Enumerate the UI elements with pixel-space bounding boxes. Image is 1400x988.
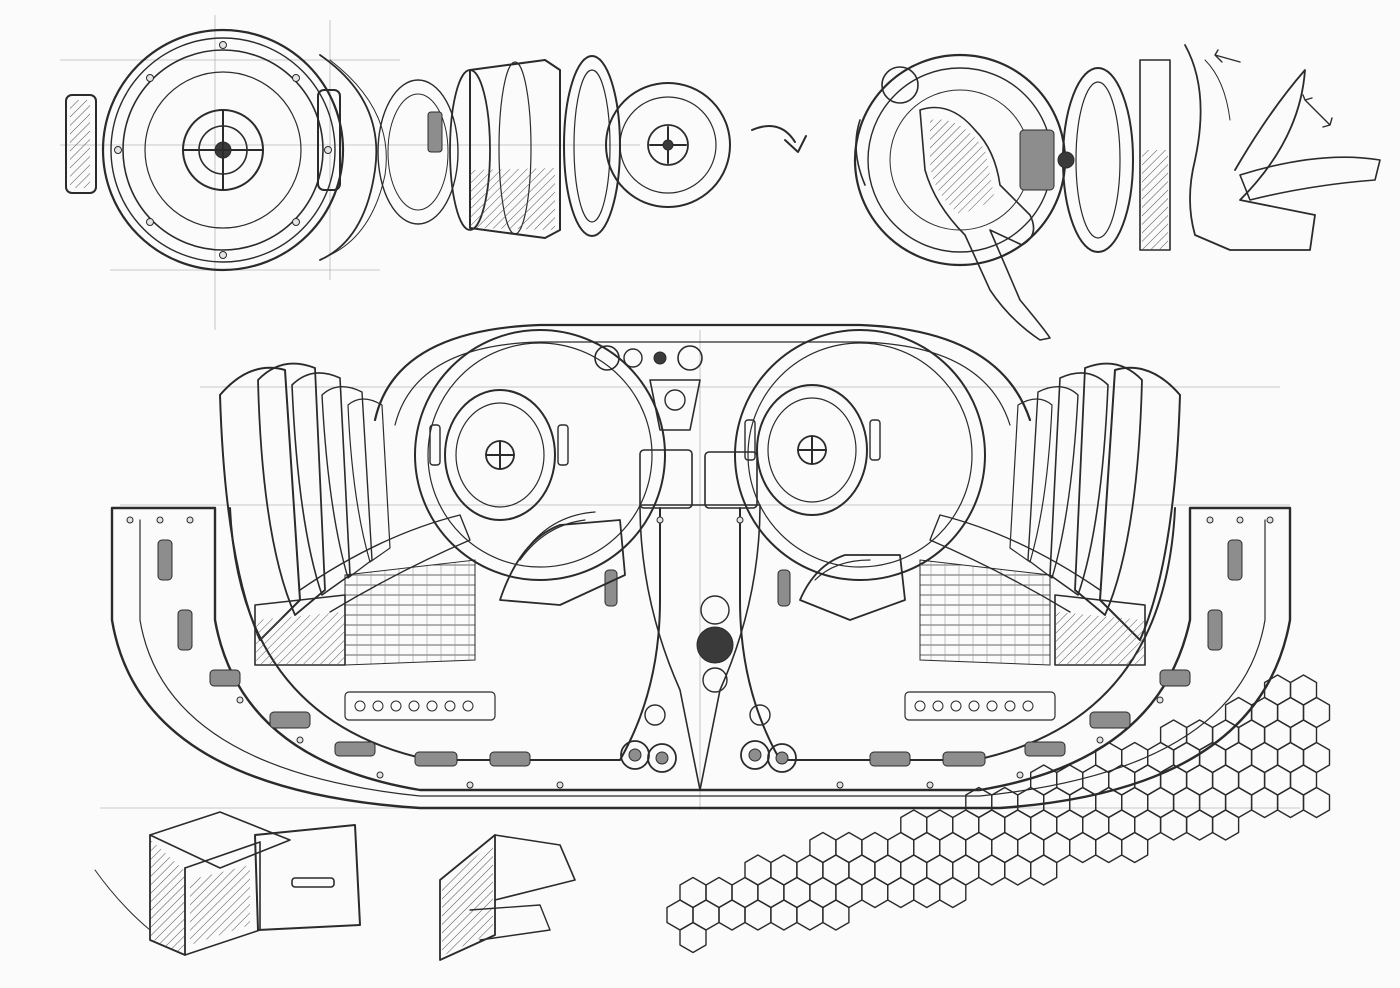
folding-panel-sketch bbox=[439, 834, 576, 961]
lower-vent-cluster-right bbox=[740, 704, 797, 773]
hexagon-cell bbox=[718, 899, 746, 931]
seat-row-center bbox=[499, 511, 906, 621]
hexagon-surface-pattern bbox=[666, 674, 1331, 954]
hexagon-cell bbox=[679, 921, 707, 954]
hexagon-cell bbox=[1004, 854, 1032, 886]
storage-drawer-sketch bbox=[94, 811, 361, 956]
hexagon-cell bbox=[1120, 831, 1149, 864]
hexagon-cell bbox=[978, 854, 1006, 886]
hexagon-cell bbox=[1211, 809, 1240, 841]
hatch-front-view bbox=[65, 28, 387, 272]
shell-panel-slots bbox=[157, 539, 1243, 767]
seat-row-right bbox=[929, 362, 1181, 666]
shell-rivets bbox=[126, 516, 1274, 789]
ceiling-control-cluster bbox=[594, 345, 703, 431]
hexagon-cell bbox=[1250, 786, 1279, 819]
left-porthole bbox=[429, 389, 569, 521]
hexagon-cell bbox=[887, 876, 915, 909]
hexagon-cell bbox=[939, 876, 967, 909]
hexagon-cell bbox=[861, 876, 889, 909]
hexagon-cell bbox=[1029, 854, 1058, 886]
hexagon-cell bbox=[796, 899, 824, 931]
cabin-cross-section bbox=[110, 323, 1292, 810]
hatch-entry-figure bbox=[853, 53, 1134, 341]
hexagon-cell bbox=[770, 899, 798, 931]
seat-row-left bbox=[219, 362, 471, 666]
curved-arrow-icon bbox=[751, 125, 807, 153]
hexagon-cell bbox=[744, 899, 772, 931]
hexagon-cell bbox=[1302, 786, 1331, 819]
hexagon-cell bbox=[1159, 809, 1188, 841]
right-porthole bbox=[744, 384, 881, 516]
hexagon-cell bbox=[913, 876, 941, 909]
hexagon-cell bbox=[1068, 831, 1097, 864]
reclining-seat-sketch bbox=[1139, 44, 1381, 251]
hexagon-cell bbox=[1094, 831, 1123, 864]
hexagon-cell bbox=[1276, 786, 1305, 819]
lower-vent-cluster-left bbox=[620, 704, 677, 773]
hatch-exploded-view bbox=[377, 55, 731, 239]
dashboard-button-rows bbox=[344, 691, 1056, 721]
hexagon-cell bbox=[822, 899, 850, 931]
hexagon-cell bbox=[1185, 809, 1214, 841]
